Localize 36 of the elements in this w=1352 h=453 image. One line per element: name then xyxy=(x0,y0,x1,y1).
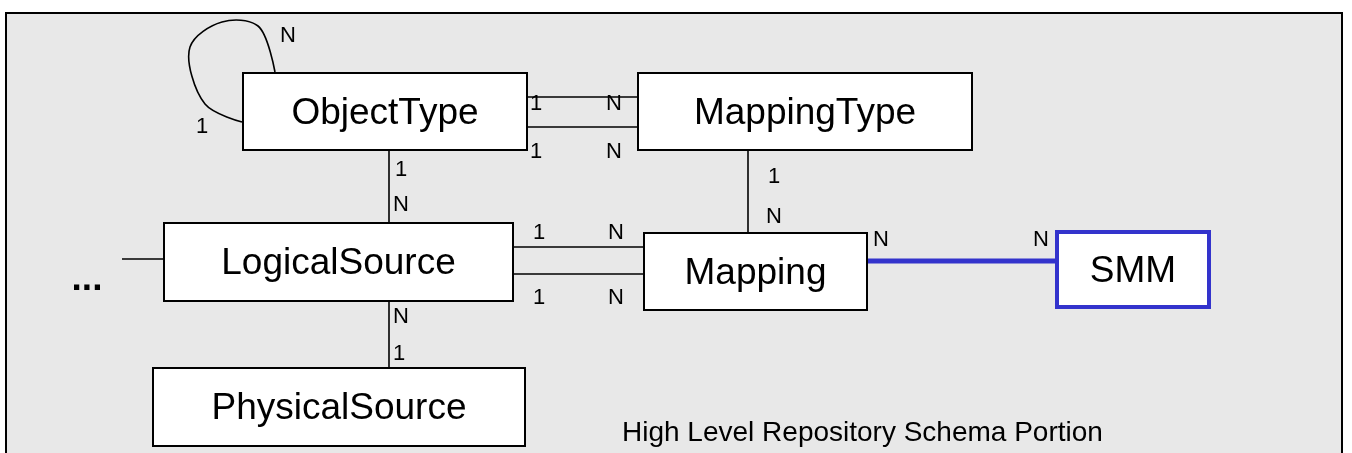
cardinality-label: 1 xyxy=(533,286,546,308)
connector-line xyxy=(868,258,1055,264)
connector-line xyxy=(121,258,164,260)
self-loop-line xyxy=(187,19,276,123)
connector-line xyxy=(388,301,390,368)
entity-box: LogicalSource xyxy=(163,222,514,302)
entity-box: PhysicalSource xyxy=(152,367,526,447)
cardinality-label: 1 xyxy=(196,115,209,137)
cardinality-label: N xyxy=(1033,228,1049,250)
cardinality-label: N xyxy=(608,286,624,308)
cardinality-label: 1 xyxy=(768,165,781,187)
cardinality-label: N xyxy=(606,92,622,114)
cardinality-label: N xyxy=(280,24,296,46)
connector-line xyxy=(513,246,644,248)
entity-box: ObjectType xyxy=(242,72,528,151)
entity-box: SMM xyxy=(1055,230,1211,309)
entity-box: MappingType xyxy=(637,72,973,151)
cardinality-label: 1 xyxy=(530,92,543,114)
cardinality-label: N xyxy=(873,228,889,250)
cardinality-label: N xyxy=(393,305,409,327)
connector-line xyxy=(747,150,749,233)
cardinality-label: N xyxy=(606,140,622,162)
cardinality-label: N xyxy=(766,205,782,227)
connector-line xyxy=(527,126,638,128)
cardinality-label: 1 xyxy=(533,221,546,243)
connector-line xyxy=(527,96,638,98)
entity-box: Mapping xyxy=(643,232,868,311)
schema-note: High Level Repository Schema Portion xyxy=(622,418,1103,446)
cardinality-label: 1 xyxy=(395,158,408,180)
connector-line xyxy=(513,273,644,275)
connector-line xyxy=(388,150,390,223)
cardinality-label: 1 xyxy=(393,342,406,364)
cardinality-label: 1 xyxy=(530,140,543,162)
cardinality-label: N xyxy=(608,221,624,243)
cardinality-label: N xyxy=(393,193,409,215)
ellipsis-text: ... xyxy=(52,259,122,299)
